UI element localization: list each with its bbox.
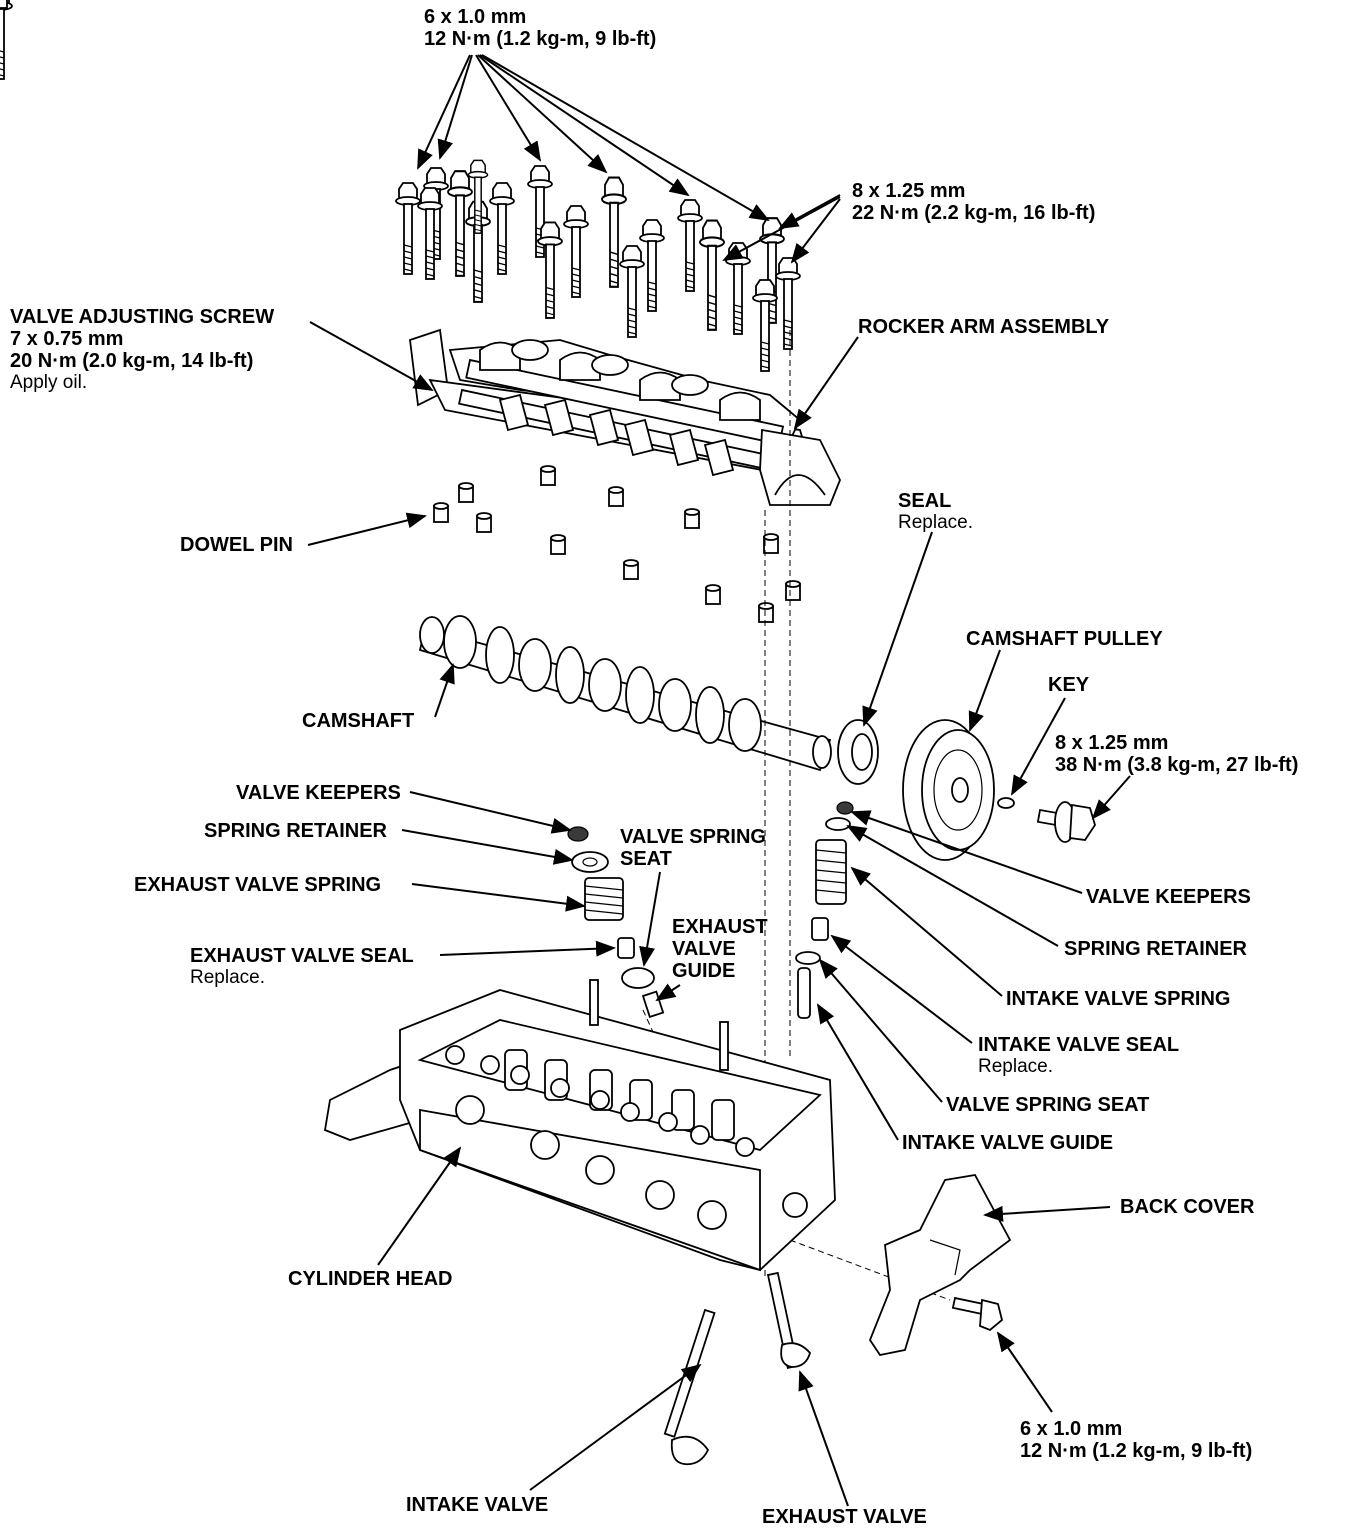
camshaft-seal — [837, 719, 879, 785]
back-cover-label: BACK COVER — [1120, 1196, 1255, 1218]
exhaust-valve-guide-line1: EXHAUST — [672, 916, 768, 938]
exhaust-valve-guide-line3: GUIDE — [672, 960, 736, 982]
rocker-arm-assembly-label: ROCKER ARM ASSEMBLY — [858, 316, 1110, 338]
right-bolts-label: 8 x 1.25 mm 22 N·m (2.2 kg-m, 16 lb-ft) — [852, 180, 1095, 224]
rocker-arm-assembly — [409, 328, 841, 506]
dowel-pins — [0, 0, 801, 623]
exhaust-valve-spring-label: EXHAUST VALVE SPRING — [134, 874, 382, 896]
valve-adjusting-screw-torque: 20 N·m (2.0 kg-m, 14 lb-ft) — [10, 350, 254, 372]
camshaft-label: CAMSHAFT — [302, 710, 415, 732]
top-bolts-size: 6 x 1.0 mm — [424, 6, 527, 28]
cover-bolt-size: 6 x 1.0 mm — [1020, 1418, 1123, 1440]
camshaft-pulley-label: CAMSHAFT PULLEY — [966, 628, 1163, 650]
top-bolts-leaders — [417, 54, 770, 221]
seal-name: SEAL — [898, 490, 952, 512]
exhaust-valve-guide-label: EXHAUST VALVE GUIDE — [672, 916, 768, 982]
valve-spring-seat-right-label: VALVE SPRING SEAT — [946, 1094, 1150, 1116]
cover-bolt-label: 6 x 1.0 mm 12 N·m (1.2 kg-m, 9 lb-ft) — [1020, 1418, 1252, 1462]
cylinder-head — [323, 979, 836, 1272]
right-bolts-torque: 22 N·m (2.2 kg-m, 16 lb-ft) — [852, 202, 1096, 224]
intake-valve-label: INTAKE VALVE — [406, 1494, 549, 1516]
valve-adjusting-screw-note: Apply oil. — [10, 372, 88, 393]
right-bolts-size: 8 x 1.25 mm — [852, 180, 966, 202]
intake-valve-seal-name: INTAKE VALVE SEAL — [978, 1034, 1180, 1056]
back-cover-bolt — [951, 1296, 1004, 1332]
camshaft-pulley — [902, 719, 995, 861]
exhaust-valve-seal-label: EXHAUST VALVE SEAL Replace. — [190, 945, 414, 989]
intake-valve-spring-label: INTAKE VALVE SPRING — [1006, 988, 1231, 1010]
exhaust-valve-seal-name: EXHAUST VALVE SEAL — [190, 945, 414, 967]
valve-spring-seat-left-line2: SEAT — [620, 848, 672, 870]
key-label: KEY — [1048, 674, 1090, 696]
pulley-bolt-torque: 38 N·m (3.8 kg-m, 27 lb-ft) — [1055, 754, 1299, 776]
valve-adjusting-screw-name: VALVE ADJUSTING SCREW — [10, 306, 275, 328]
valve-keepers-right-label: VALVE KEEPERS — [1086, 886, 1251, 908]
valve-spring-seat-left-label: VALVE SPRING SEAT — [620, 826, 766, 870]
valve-keepers-left-label: VALVE KEEPERS — [236, 782, 401, 804]
top-bolts-label: 6 x 1.0 mm 12 N·m (1.2 kg-m, 9 lb-ft) — [424, 6, 656, 50]
camshaft — [418, 615, 832, 772]
right-bolts-leaders — [722, 194, 841, 264]
cover-bolt-torque: 12 N·m (1.2 kg-m, 9 lb-ft) — [1020, 1440, 1253, 1462]
exhaust-valve — [766, 1271, 811, 1369]
pulley-bolt-label: 8 x 1.25 mm 38 N·m (3.8 kg-m, 27 lb-ft) — [1055, 732, 1298, 776]
intake-valve — [663, 1308, 716, 1466]
intake-valve-parts — [795, 801, 854, 1019]
camshaft-pulley-bolt — [1036, 801, 1096, 843]
valve-spring-seat-left-line1: VALVE SPRING — [620, 826, 766, 848]
spring-retainer-right-label: SPRING RETAINER — [1064, 938, 1247, 960]
dowel-pin-label: DOWEL PIN — [180, 534, 293, 556]
back-cover — [868, 1174, 1012, 1357]
valve-adjusting-screw-label: VALVE ADJUSTING SCREW 7 x 0.75 mm 20 N·m… — [10, 306, 274, 394]
cylinder-head-label: CYLINDER HEAD — [288, 1268, 453, 1290]
pulley-bolt-size: 8 x 1.25 mm — [1055, 732, 1169, 754]
intake-valve-seal-label: INTAKE VALVE SEAL Replace. — [978, 1034, 1179, 1078]
exhaust-valve-seal-note: Replace. — [190, 967, 265, 988]
top-bolts-torque: 12 N·m (1.2 kg-m, 9 lb-ft) — [424, 28, 657, 50]
seal-label: SEAL Replace. — [898, 490, 973, 534]
intake-valve-guide-label: INTAKE VALVE GUIDE — [902, 1132, 1114, 1154]
intake-valve-seal-note: Replace. — [978, 1056, 1053, 1077]
key — [997, 797, 1015, 809]
seal-note: Replace. — [898, 512, 973, 533]
exhaust-valve-parts — [567, 826, 665, 1019]
valve-adjusting-screw-size: 7 x 0.75 mm — [10, 328, 124, 350]
exhaust-valve-label: EXHAUST VALVE — [762, 1506, 927, 1528]
exhaust-valve-guide-line2: VALVE — [672, 938, 736, 960]
spring-retainer-left-label: SPRING RETAINER — [204, 820, 387, 842]
label-leaders — [307, 321, 1131, 1507]
